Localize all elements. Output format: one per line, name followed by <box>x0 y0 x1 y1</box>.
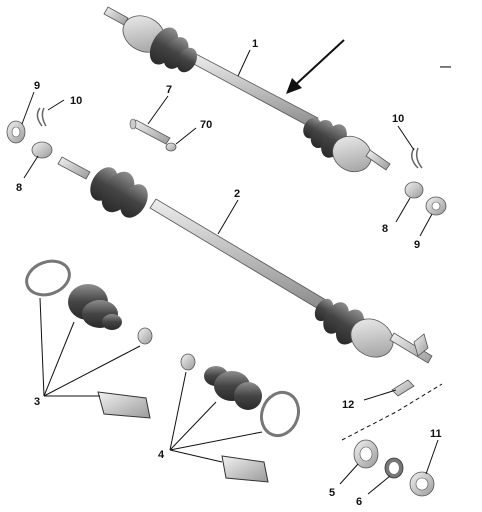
driveshaft-1 <box>103 6 391 173</box>
split-pin-10-right <box>411 147 423 169</box>
callout-4: 4 <box>158 449 165 461</box>
shaft-1-bar <box>189 53 319 129</box>
callout-7: 7 <box>166 84 172 96</box>
clamp-ring-kit-3 <box>25 259 71 297</box>
grease-sachet-kit-3 <box>97 391 151 419</box>
bracket-12-upper <box>413 333 429 357</box>
shaft-1-outer-joint <box>332 135 372 173</box>
split-pin-10-left <box>36 107 47 127</box>
shaft-2-bar <box>149 198 327 311</box>
washer-8-right <box>404 181 424 199</box>
ring-11 <box>409 471 435 497</box>
shaft-2-inner-stub <box>57 156 91 180</box>
boot-kit-4 <box>204 366 262 410</box>
nut-9-left <box>6 120 26 144</box>
clamp-ring-kit-4 <box>259 390 301 438</box>
bearing-5 <box>353 439 379 469</box>
callout-10-right: 10 <box>392 113 404 125</box>
grease-sachet-kit-4 <box>221 455 269 483</box>
callout-8-right: 8 <box>382 223 388 235</box>
nut-9-right <box>425 196 447 216</box>
collar-kit-3 <box>137 327 153 345</box>
direction-arrow <box>286 39 345 94</box>
callout-70: 70 <box>200 119 212 131</box>
shaft-2-inner-boot <box>90 167 148 218</box>
shaft-1-outer-stub <box>365 149 391 171</box>
seal-ring-6 <box>384 457 404 479</box>
callout-10-left: 10 <box>70 95 82 107</box>
callout-9-right: 9 <box>414 239 420 251</box>
kit-dashed-outline <box>341 383 443 441</box>
callout-8-left: 8 <box>16 182 22 194</box>
bracket-12 <box>391 379 415 397</box>
driveshaft-2 <box>57 156 433 364</box>
callout-3: 3 <box>34 396 40 408</box>
washer-8-left <box>31 141 53 159</box>
callout-11: 11 <box>430 428 442 440</box>
corner-mark: — <box>440 61 451 73</box>
callout-12: 12 <box>342 399 354 411</box>
boot-kit-3 <box>68 284 122 330</box>
shaft-1-inner-boot <box>149 27 198 73</box>
callout-2: 2 <box>234 188 240 200</box>
callout-9-left: 9 <box>34 80 40 92</box>
shaft-1-inner-stub <box>103 6 129 26</box>
collar-kit-4 <box>180 353 196 371</box>
callout-1: 1 <box>252 38 258 50</box>
shaft-2-outer-stub <box>389 332 433 364</box>
shaft-2-outer-joint <box>350 318 394 358</box>
bolt-7 <box>129 118 171 145</box>
nut-70 <box>165 142 177 152</box>
callout-5: 5 <box>329 487 335 499</box>
callout-6: 6 <box>356 496 362 508</box>
leader-lines <box>21 49 439 495</box>
